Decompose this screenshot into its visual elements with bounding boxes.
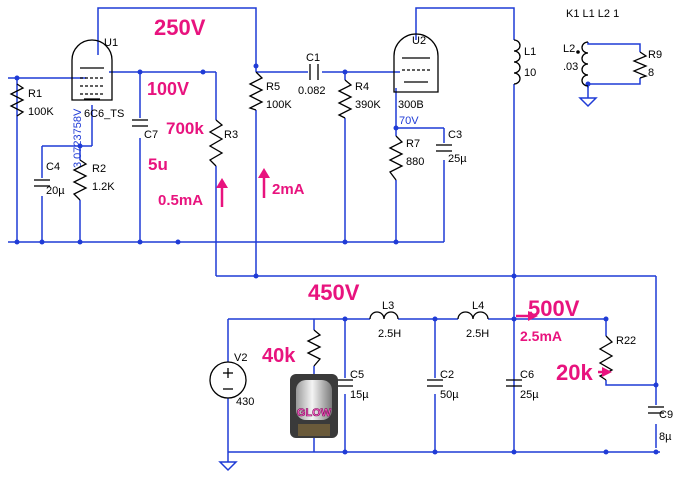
annotation-25ma: 2.5mA bbox=[520, 328, 562, 344]
c3-value: 25µ bbox=[448, 153, 467, 165]
ground-symbol-psu bbox=[218, 461, 238, 472]
capacitor-c9: C9 8µ bbox=[648, 406, 673, 443]
capacitor-c4: C4 20µ bbox=[34, 161, 65, 197]
r5-ref: R5 bbox=[266, 81, 280, 93]
r2-value: 1.2K bbox=[92, 181, 115, 193]
capacitor-c3: C3 25µ bbox=[436, 129, 467, 165]
c4-value: 20µ bbox=[46, 185, 65, 197]
annotation-20k: 20k bbox=[556, 360, 593, 385]
u1-ref: U1 bbox=[104, 37, 118, 49]
capacitor-c5: C5 15µ bbox=[337, 369, 369, 401]
l4-value: 2.5H bbox=[466, 328, 489, 340]
l3-value: 2.5H bbox=[378, 328, 401, 340]
r9-ref: R9 bbox=[648, 49, 662, 61]
annotation-2ma: 2mA bbox=[272, 181, 305, 198]
resistor-r5: R5 100K bbox=[248, 71, 292, 111]
u1-note: 3.0723758V bbox=[72, 108, 84, 168]
r3-ref: R3 bbox=[224, 129, 238, 141]
wires bbox=[8, 7, 660, 462]
resistor-r7: R7 880 bbox=[388, 135, 424, 181]
v2-value: 430 bbox=[236, 396, 254, 408]
c1-ref: C1 bbox=[306, 52, 320, 64]
capacitor-c6: C6 25µ bbox=[506, 369, 539, 401]
inductor-l1: L1 10 bbox=[513, 39, 536, 85]
junction-dots bbox=[14, 63, 659, 455]
annotation-40k: 40k bbox=[262, 345, 296, 367]
r22-ref: R22 bbox=[616, 335, 636, 347]
c9-value: 8µ bbox=[659, 431, 672, 443]
c7-ref: C7 bbox=[144, 129, 158, 141]
l4-ref: L4 bbox=[472, 300, 484, 312]
capacitor-c7: C7 bbox=[132, 119, 158, 141]
annotation-5u: 5u bbox=[148, 155, 168, 174]
l1-ref: L1 bbox=[524, 46, 536, 58]
c6-value: 25µ bbox=[520, 389, 539, 401]
l2-value: .03 bbox=[563, 61, 578, 73]
resistor-40k bbox=[306, 329, 322, 367]
annotation-700k: 700k bbox=[166, 119, 204, 138]
glow-label: GLOW bbox=[297, 407, 332, 419]
l3-ref: L3 bbox=[382, 300, 394, 312]
annotation-500v: 500V bbox=[528, 296, 580, 321]
capacitor-c1: C1 0.082 bbox=[298, 52, 326, 97]
c5-value: 15µ bbox=[350, 389, 369, 401]
capacitor-c2: C2 50µ bbox=[427, 369, 459, 401]
v2-ref: V2 bbox=[234, 352, 247, 364]
inductor-l2: L2 .03 bbox=[563, 41, 589, 87]
r5-value: 100K bbox=[266, 99, 292, 111]
resistor-r1: R1 100K bbox=[9, 83, 54, 118]
c6-ref: C6 bbox=[520, 369, 534, 381]
r4-ref: R4 bbox=[355, 81, 369, 93]
tube-u2: U2 300B 70V bbox=[393, 33, 439, 127]
resistor-r9: R9 8 bbox=[632, 49, 662, 79]
tube-u1: U1 6C6_TS 3.0723758V bbox=[71, 37, 124, 168]
l2-ref: L2 bbox=[563, 43, 575, 55]
arrow-05ma bbox=[216, 178, 228, 207]
c3-ref: C3 bbox=[448, 129, 462, 141]
u2-cathode-voltage: 70V bbox=[399, 115, 419, 127]
glow-tube-image: GLOW bbox=[290, 374, 338, 438]
inductor-l3: L3 2.5H bbox=[369, 300, 401, 340]
resistor-r2: R2 1.2K bbox=[72, 159, 115, 201]
spice-directive: K1 L1 L2 1 bbox=[566, 8, 619, 20]
c5-ref: C5 bbox=[350, 369, 364, 381]
r9-value: 8 bbox=[648, 67, 654, 79]
u2-model: 300B bbox=[398, 99, 424, 111]
u1-model: 6C6_TS bbox=[84, 108, 124, 120]
annotation-100v: 100V bbox=[147, 79, 189, 99]
c2-value: 50µ bbox=[440, 389, 459, 401]
c4-ref: C4 bbox=[46, 161, 60, 173]
voltage-source-v2: V2 430 bbox=[209, 352, 254, 408]
ground-symbol-speaker bbox=[578, 97, 598, 108]
resistor-r3: R3 bbox=[208, 119, 238, 167]
c1-value: 0.082 bbox=[298, 85, 326, 97]
r2-ref: R2 bbox=[92, 163, 106, 175]
resistor-r4: R4 390K bbox=[337, 79, 381, 119]
annotations: 250V 100V 700k 5u 0.5mA 2mA 450V 500V 2.… bbox=[147, 15, 612, 385]
inductor-l4: L4 2.5H bbox=[457, 300, 489, 340]
annotation-05ma: 0.5mA bbox=[158, 192, 203, 209]
arrow-500v bbox=[516, 311, 538, 321]
r4-value: 390K bbox=[355, 99, 381, 111]
r1-value: 100K bbox=[28, 106, 54, 118]
c9-ref: C9 bbox=[659, 409, 673, 421]
r7-ref: R7 bbox=[406, 138, 420, 150]
annotation-250v: 250V bbox=[154, 15, 206, 40]
l1-value: 10 bbox=[524, 67, 536, 79]
arrow-2ma bbox=[258, 168, 270, 198]
r7-value: 880 bbox=[406, 156, 424, 168]
c2-ref: C2 bbox=[440, 369, 454, 381]
u2-ref: U2 bbox=[412, 35, 426, 47]
arrow-20k bbox=[598, 367, 612, 377]
r1-ref: R1 bbox=[28, 88, 42, 100]
annotation-450v: 450V bbox=[308, 280, 360, 305]
